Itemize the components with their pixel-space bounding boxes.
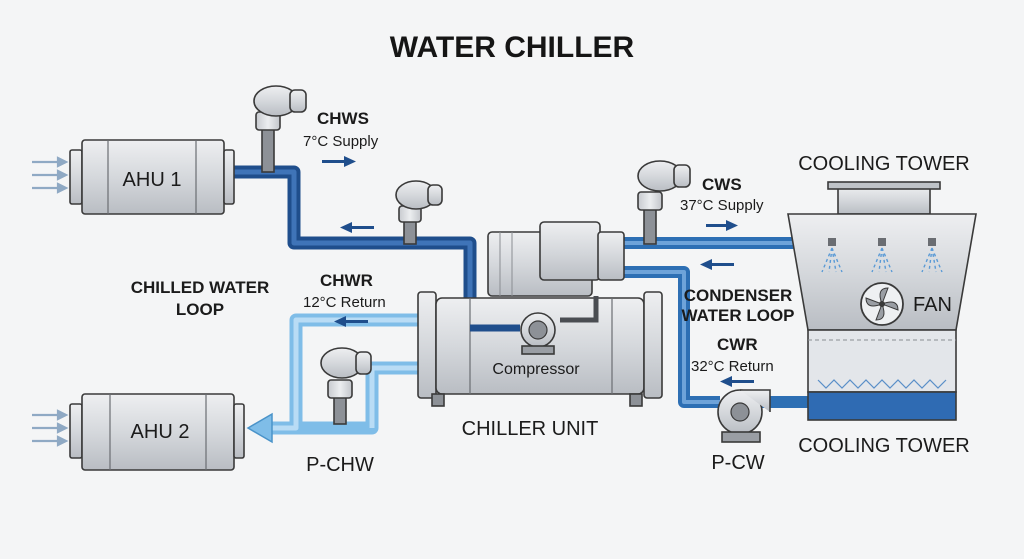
diagram-title: WATER CHILLER (390, 31, 635, 64)
airflow-arrows-ahu2 (32, 409, 69, 447)
fan-label: FAN (913, 294, 952, 316)
cooling-tower: FAN (787, 181, 977, 421)
chwr-label: CHWR (320, 271, 373, 290)
ahu-2-label: AHU 2 (131, 421, 190, 443)
compressor-label: Compressor (492, 361, 580, 378)
chwr-detail: 12°C Return (303, 294, 386, 311)
sensor-cws-icon (637, 160, 691, 245)
flow-arrow-chwr (334, 316, 368, 327)
chilled-water-loop-line1: CHILLED WATER (131, 278, 270, 297)
airflow-arrows-ahu1 (32, 156, 69, 194)
cws-label: CWS (702, 175, 742, 194)
compressor (520, 312, 556, 355)
cwr-label: CWR (717, 335, 758, 354)
cws-detail: 37°C Supply (680, 197, 764, 214)
chilled-water-loop-line2: LOOP (176, 300, 224, 319)
ahu-1: AHU 1 (32, 139, 235, 215)
ahu-1-label: AHU 1 (123, 169, 182, 191)
spray-nozzles (821, 238, 943, 273)
tower-basin (807, 391, 957, 421)
flow-arrow-condenser (700, 259, 734, 270)
chws-label: CHWS (317, 109, 369, 128)
condenser-loop-line2: WATER LOOP (681, 306, 794, 325)
chiller-unit-label: CHILLER UNIT (462, 418, 599, 440)
sensor-chws-icon (253, 85, 307, 173)
flow-arrow-chws (322, 156, 356, 167)
condenser-loop-line1: CONDENSER (684, 286, 793, 305)
flow-arrow-chws-mid (340, 222, 374, 233)
flow-arrow-cws (706, 220, 738, 231)
return-arrow-head (246, 412, 273, 444)
chiller-unit: Compressor (417, 221, 663, 407)
pump-chw-label: P-CHW (306, 454, 374, 476)
pump-cw-label: P-CW (711, 452, 764, 474)
pump-cw-icon (717, 389, 771, 443)
flow-arrow-cwr (720, 376, 754, 387)
cooling-tower-top-label: COOLING TOWER (798, 153, 970, 175)
cooling-tower-bottom-label: COOLING TOWER (798, 435, 970, 457)
sensor-chwr-icon (320, 347, 372, 425)
sensor-chws-mid-icon (395, 180, 443, 245)
fan-icon (860, 282, 904, 326)
ahu-2: AHU 2 (32, 393, 245, 471)
cwr-detail: 32°C Return (691, 358, 774, 375)
chws-detail: 7°C Supply (303, 133, 379, 150)
